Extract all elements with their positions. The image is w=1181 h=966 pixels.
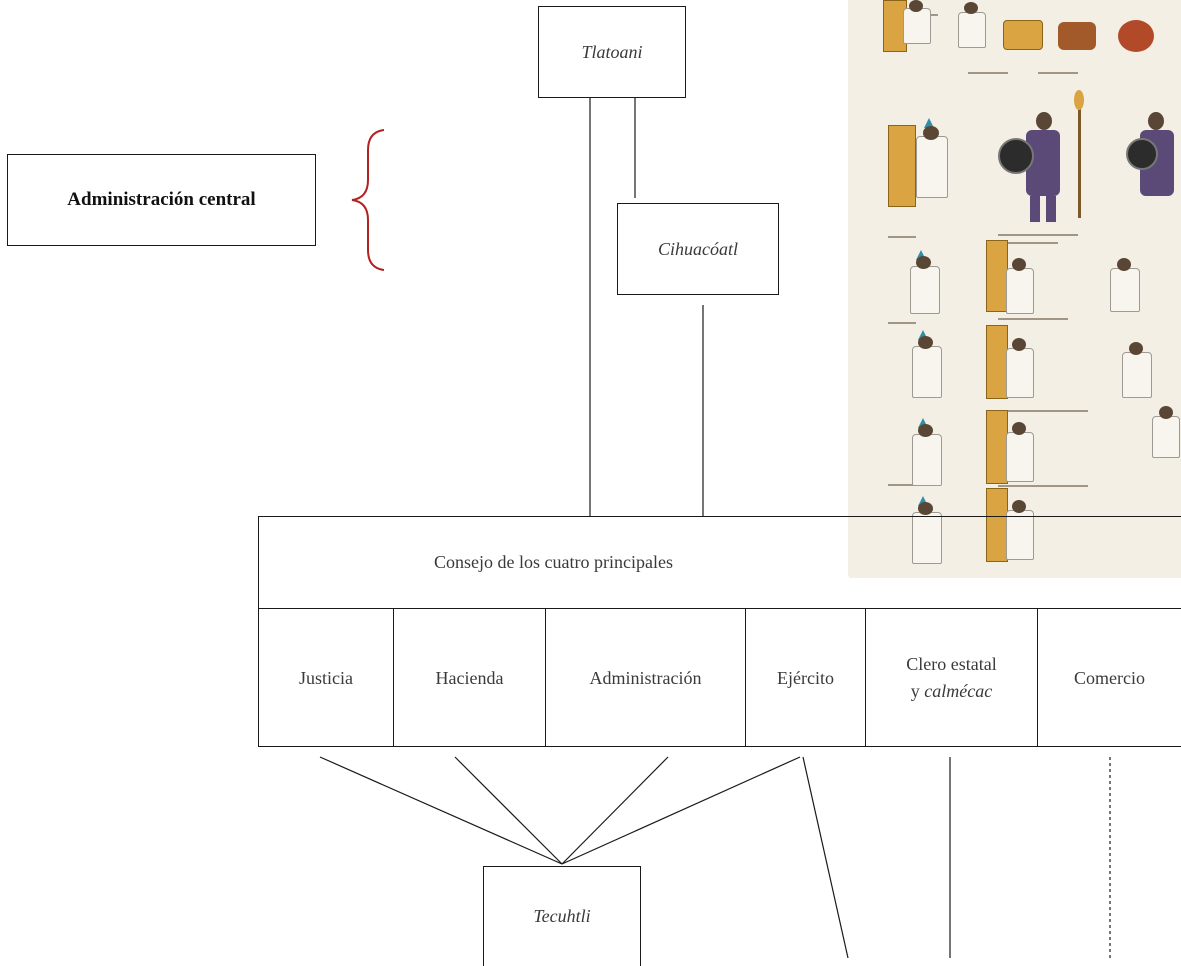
dept-divider	[745, 609, 746, 747]
dept-clero-calmecac: calmécac	[924, 681, 993, 701]
dept-clero-y: y	[910, 681, 920, 701]
tecuhtli-box: Tecuhtli	[483, 866, 641, 966]
consejo-header: Consejo de los cuatro principales	[259, 517, 848, 608]
dept-justicia-label: Justicia	[299, 667, 353, 688]
dept-ejercito-label: Ejército	[777, 667, 834, 688]
dept-justicia: Justicia	[259, 609, 393, 747]
dept-administracion-label: Administración	[589, 667, 702, 688]
consejo-label: Consejo de los cuatro principales	[434, 552, 673, 572]
consejo-table	[258, 516, 1181, 747]
tlatoani-box: Tlatoani	[538, 6, 686, 98]
codex-illustration	[848, 0, 1181, 578]
dept-comercio: Comercio	[1038, 609, 1181, 747]
tecuhtli-label: Tecuhtli	[533, 906, 591, 926]
dept-clero-label: Clero estatal	[906, 654, 997, 674]
admin-central-box: Administración central	[7, 154, 316, 246]
line-ejercito-down	[802, 756, 849, 958]
admin-central-label: Administración central	[67, 189, 256, 210]
dept-divider	[393, 609, 394, 747]
line-administracion-tecuhtli	[561, 756, 669, 865]
cihuacoatl-label: Cihuacóatl	[658, 238, 738, 259]
dept-clero: Clero estatal y calmécac	[866, 609, 1037, 747]
dept-hacienda-label: Hacienda	[435, 667, 504, 688]
dept-ejercito: Ejército	[746, 609, 865, 747]
line-justicia-tecuhtli	[319, 756, 563, 865]
dept-divider	[1037, 609, 1038, 747]
cihuacoatl-box: Cihuacóatl	[617, 203, 779, 295]
consejo-divider	[258, 608, 1181, 609]
line-hacienda-tecuhtli	[454, 756, 563, 865]
curly-brace	[351, 129, 385, 271]
dept-hacienda: Hacienda	[394, 609, 545, 747]
dept-administracion: Administración	[546, 609, 745, 747]
dept-divider	[865, 609, 866, 747]
dept-comercio-label: Comercio	[1074, 667, 1145, 688]
dept-divider	[545, 609, 546, 747]
dept-clero-label2: y calmécac	[911, 678, 992, 705]
line-ejercito-tecuhtli	[561, 756, 801, 865]
tlatoani-label: Tlatoani	[581, 41, 643, 62]
